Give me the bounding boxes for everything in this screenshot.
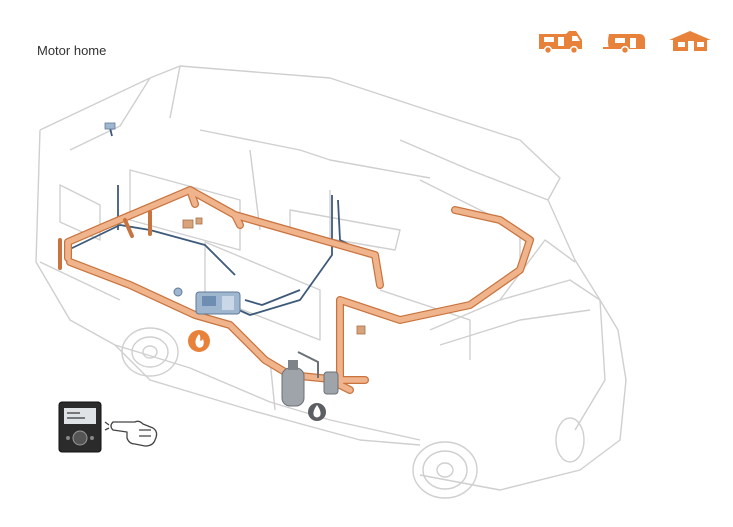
gas-cylinder bbox=[281, 351, 339, 407]
water-lines bbox=[67, 127, 361, 316]
heating-ducts bbox=[58, 186, 534, 394]
control-panel-icon[interactable] bbox=[55, 398, 165, 468]
combi-heater-unit bbox=[173, 287, 241, 315]
cabin-icon bbox=[669, 31, 711, 51]
caravan-icon bbox=[603, 34, 645, 55]
water-drop-icon bbox=[308, 403, 326, 421]
flame-icon bbox=[188, 330, 210, 352]
fittings bbox=[104, 122, 366, 335]
motorhome-button[interactable] bbox=[536, 28, 584, 56]
rear-wheel bbox=[121, 327, 179, 377]
pointing-hand-icon bbox=[104, 420, 158, 447]
cabin-button[interactable] bbox=[667, 28, 713, 56]
motorhome-icon bbox=[539, 31, 582, 55]
page-title: Motor home bbox=[37, 43, 107, 58]
front-wheel bbox=[412, 417, 585, 499]
caravan-button[interactable] bbox=[603, 28, 649, 56]
